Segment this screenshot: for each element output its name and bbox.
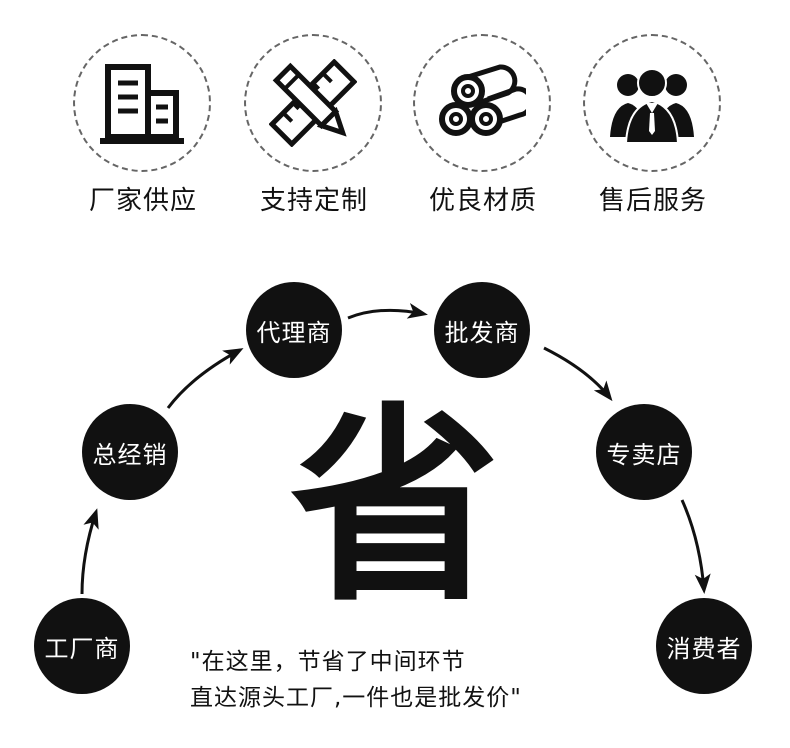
center-save-character: 省	[290, 383, 501, 630]
connector-agent-to-wholesaler	[347, 302, 428, 320]
connector-wholesaler-to-store	[543, 346, 613, 402]
feature-label: 优良材质	[428, 186, 537, 216]
feature-label: 支持定制	[259, 186, 368, 216]
building-icon	[100, 64, 184, 144]
material-rolls-icon	[439, 64, 526, 136]
tagline-line-2: 直达源头工厂,一件也是批发价"	[190, 685, 522, 711]
icon-ring	[583, 34, 721, 172]
connector-store-to-consumer	[680, 499, 711, 594]
flow-node-agent: 代理商	[246, 282, 342, 378]
flow-node-store: 专卖店	[596, 404, 692, 500]
flow-node-factory: 工厂商	[34, 598, 130, 694]
flow-node-wholesaler: 批发商	[434, 282, 530, 378]
ruler-pencil-icon	[269, 59, 357, 147]
icon-ring	[73, 34, 211, 172]
connector-distributor-to-agent	[166, 348, 244, 409]
feature-label: 售后服务	[598, 186, 707, 216]
team-people-icon	[610, 68, 694, 144]
icon-ring	[244, 34, 382, 172]
tagline-quote: "在这里，节省了中间环节 直达源头工厂,一件也是批发价"	[190, 644, 610, 716]
flow-node-general-distributor: 总经销	[82, 404, 178, 500]
feature-after-sales: 售后服务	[578, 34, 728, 224]
feature-factory-supply: 厂家供应	[68, 34, 218, 224]
flow-node-consumer: 消费者	[656, 598, 752, 694]
feature-label: 厂家供应	[88, 186, 197, 216]
connector-factory-to-distributor	[80, 508, 99, 595]
feature-customization: 支持定制	[239, 34, 389, 224]
tagline-line-1: "在这里，节省了中间环节	[190, 649, 466, 675]
feature-quality-material: 优良材质	[408, 34, 558, 224]
icon-ring	[413, 34, 551, 172]
